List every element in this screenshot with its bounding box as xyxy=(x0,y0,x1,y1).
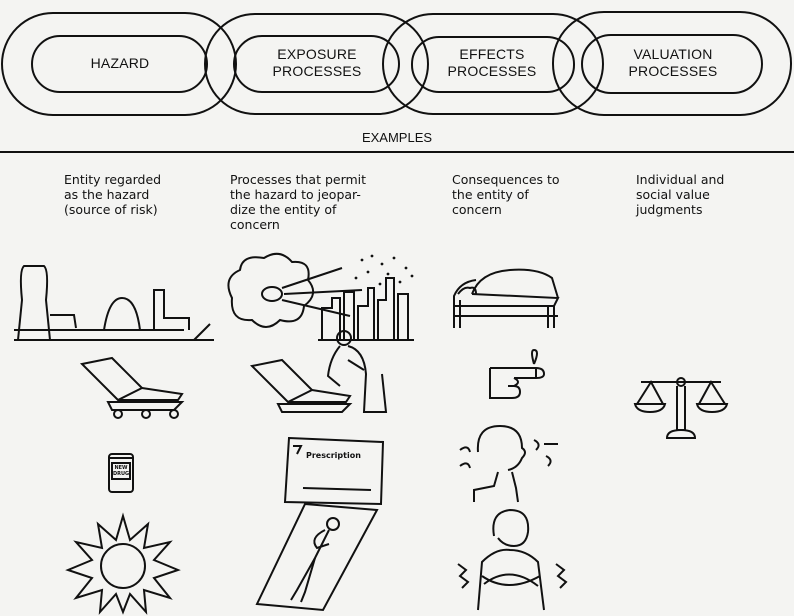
sunbather-icon xyxy=(255,500,381,612)
drug-jar-label: NEW DRUG xyxy=(113,465,129,477)
prescription-label: Prescription xyxy=(306,451,361,460)
x-ray-machine-icon xyxy=(78,358,186,418)
bandaged-finger-icon xyxy=(486,346,546,400)
technician-at-x-ray-machine-icon xyxy=(248,330,400,416)
power-plant-icon xyxy=(14,260,214,342)
dizzy-person-icon xyxy=(458,422,568,504)
divider xyxy=(0,151,794,153)
sick-person-in-bed-icon xyxy=(450,264,562,330)
column-description-effects: Consequences to the entity of concern xyxy=(452,172,612,217)
balance-scale-icon xyxy=(633,374,729,440)
shivering-person-icon xyxy=(452,506,572,612)
column-description-hazard: Entity regarded as the hazard (source of… xyxy=(64,172,224,217)
chain-label-exposure: EXPOSURE PROCESSES xyxy=(258,46,376,80)
chain-label-effects: EFFECTS PROCESSES xyxy=(433,46,551,80)
column-description-valuation: Individual and social value judgments xyxy=(636,172,794,217)
sun-icon xyxy=(66,512,180,612)
chain-label-hazard: HAZARD xyxy=(70,55,170,72)
examples-heading: EXAMPLES xyxy=(0,130,794,145)
prescription-icon xyxy=(283,436,387,506)
chain-label-valuation: VALUATION PROCESSES xyxy=(614,46,732,80)
column-description-exposure: Processes that permit the hazard to jeop… xyxy=(230,172,405,232)
